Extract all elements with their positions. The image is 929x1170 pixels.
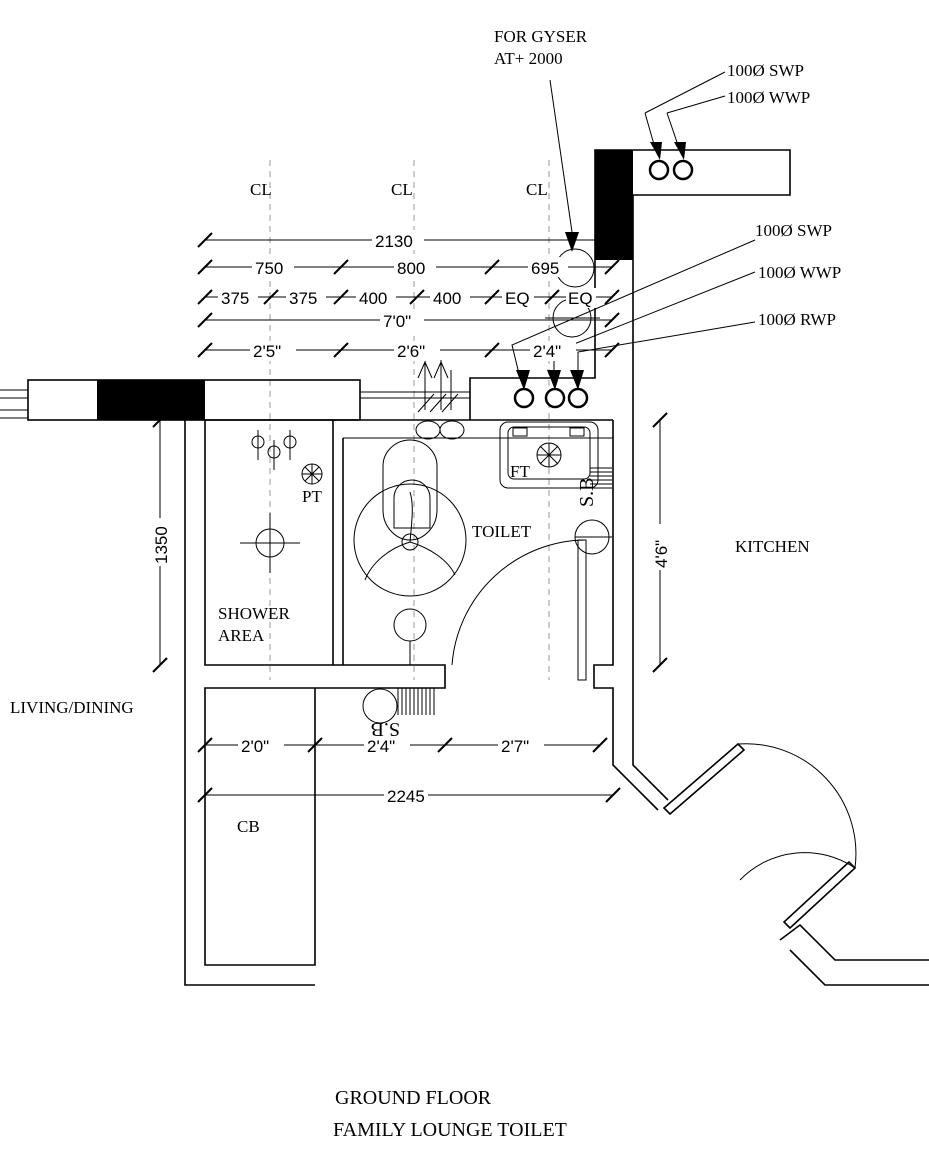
fixture-sb-lower: S.B (371, 718, 400, 740)
room-shower-line1: SHOWER (218, 604, 290, 623)
dim-row2-e: EQ (505, 289, 530, 308)
fixture-sb-upper: S.B (576, 478, 598, 507)
dim-row5-b: 2'4" (367, 737, 395, 756)
fixture-pt-label: PT (302, 487, 322, 506)
room-toilet: TOILET (472, 522, 532, 541)
dim-row4-a: 2'5" (253, 342, 281, 361)
drawing-title: GROUND FLOOR FAMILY LOUNGE TOILET (333, 1087, 567, 1141)
room-shower-line2: AREA (218, 626, 265, 645)
dimension-labels: 2130 750 800 695 375 375 400 400 EQ EQ 7… (150, 230, 672, 806)
centerline-label: CL (250, 180, 272, 199)
entry-door (662, 742, 929, 986)
cistern-fittings (415, 360, 465, 440)
toilet-door (451, 539, 587, 681)
dim-row2-b: 375 (289, 289, 317, 308)
dim-row5-c: 2'7" (501, 737, 529, 756)
dim-row2-c: 400 (359, 289, 387, 308)
centerline-label: CL (391, 180, 413, 199)
fixture-ft-label: FT (510, 462, 530, 481)
dim-row2-a: 375 (221, 289, 249, 308)
pipe-shaft-bottom (511, 239, 756, 409)
pipe-note-rwp: 100Ø RWP (758, 310, 836, 329)
pipe-note-wwp: 100Ø WWP (758, 263, 841, 282)
shower-drain-icon (240, 513, 300, 573)
dim-left-vertical: 1350 (152, 526, 171, 564)
dim-overall-bottom: 2245 (387, 787, 425, 806)
dim-row2-d: 400 (433, 289, 461, 308)
dim-row2-f: EQ (568, 289, 593, 308)
gyser-note-line1: FOR GYSER (494, 27, 588, 46)
title-line1: GROUND FLOOR (335, 1087, 492, 1109)
room-living-dining: LIVING/DINING (10, 698, 134, 717)
dim-row5-a: 2'0" (241, 737, 269, 756)
gyser-note-line2: AT+ 2000 (494, 49, 563, 68)
pipe-notes: FOR GYSER AT+ 2000 100Ø SWP 100Ø WWP 100… (494, 27, 841, 329)
dim-row1-c: 695 (531, 259, 559, 278)
pipe-shaft-top (644, 71, 726, 181)
room-labels: KITCHEN LIVING/DINING SHOWER AREA TOILET… (10, 462, 810, 836)
gyser-leader (549, 79, 579, 252)
room-cb: CB (237, 817, 260, 836)
dim-row1-a: 750 (255, 259, 283, 278)
switchboard-lower (362, 688, 435, 724)
dim-overall-top: 2130 (375, 232, 413, 251)
switchboard-upper (574, 519, 612, 555)
centerlines: CL CL CL (250, 160, 550, 680)
dim-row4-c: 2'4" (533, 342, 561, 361)
pillar-tap-icon (301, 463, 323, 485)
walls (0, 149, 791, 986)
wash-basin (499, 421, 612, 489)
dim-row1-b: 800 (397, 259, 425, 278)
centerline-label: CL (526, 180, 548, 199)
pipe-note-top-wwp: 100Ø WWP (727, 88, 810, 107)
pipe-note-swp: 100Ø SWP (755, 221, 832, 240)
wall-column (595, 150, 633, 260)
dim-row4-b: 2'6" (397, 342, 425, 361)
title-line2: FAMILY LOUNGE TOILET (333, 1119, 567, 1141)
room-kitchen: KITCHEN (735, 537, 810, 556)
wall-column (97, 380, 205, 420)
water-closet (353, 439, 467, 665)
pipe-note-top-swp: 100Ø SWP (727, 61, 804, 80)
shower-mixer (251, 430, 297, 470)
dim-right-vertical: 4'6" (652, 540, 671, 568)
dim-row3: 7'0" (383, 312, 411, 331)
